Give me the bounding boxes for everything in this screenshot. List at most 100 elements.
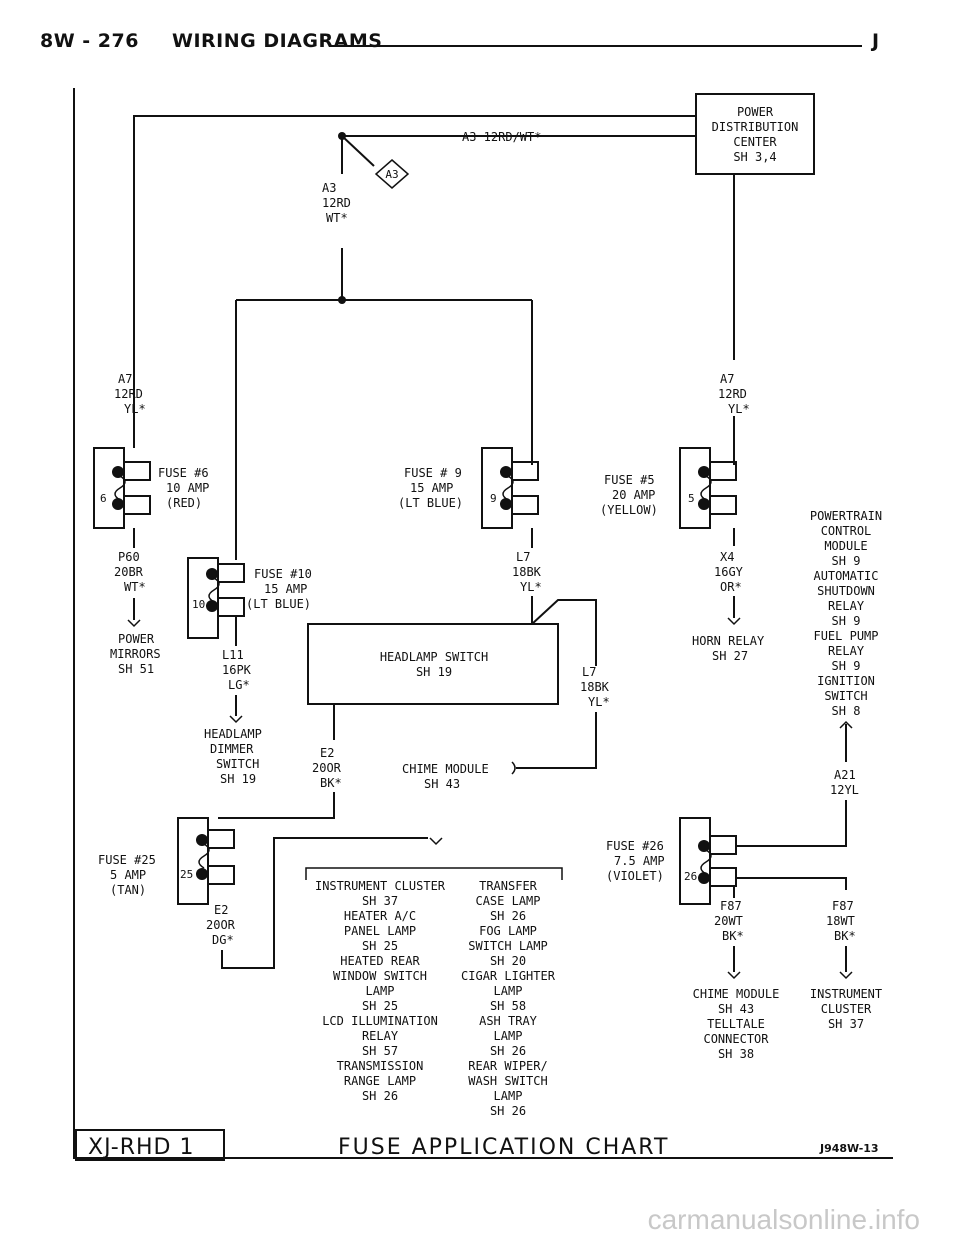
load-label: TRANSFER <box>479 879 538 893</box>
footer-tag: XJ-RHD 1 <box>88 1135 194 1160</box>
connector-label: A3 <box>385 168 398 181</box>
wire-code: 20OR <box>206 918 236 932</box>
footer-tag-box <box>75 1129 225 1161</box>
figure-code: J948W-13 <box>819 1142 879 1155</box>
fuse-number: 10 <box>192 598 205 611</box>
load-label: FOG LAMP <box>479 924 537 938</box>
load-label: SWITCH <box>216 757 259 771</box>
pdc-line: POWER <box>737 105 774 119</box>
load-label: SH 26 <box>490 909 526 923</box>
fuse-label: FUSE #26 <box>606 839 664 853</box>
load-label: POWER <box>118 632 155 646</box>
fuse-label: 15 AMP <box>264 582 307 596</box>
fuse-label: FUSE #5 <box>604 473 655 487</box>
load-label: RELAY <box>362 1029 399 1043</box>
load-label: SH 58 <box>490 999 526 1013</box>
load-label: TRANSMISSION <box>337 1059 424 1073</box>
load-label: SH 26 <box>490 1044 526 1058</box>
wire-code: BK* <box>722 929 744 943</box>
wire-code: 12RD <box>114 387 143 401</box>
load-label: HEADLAMP <box>204 727 262 741</box>
load-label: SH 57 <box>362 1044 398 1058</box>
wire-code: 18BK <box>512 565 542 579</box>
fuse-9: 9 FUSE # 9 15 AMP (LT BLUE) <box>398 447 539 548</box>
load-label: SH 20 <box>490 954 526 968</box>
wire-code: 18WT <box>826 914 855 928</box>
load-label: PANEL LAMP <box>344 924 416 938</box>
page-border <box>73 88 893 1159</box>
load-label: SWITCH LAMP <box>468 939 547 953</box>
wire-code: YL* <box>520 580 542 594</box>
watermark: carmanualsonline.info <box>647 1204 920 1235</box>
load-label: SH 43 <box>718 1002 754 1016</box>
wire-code: OR* <box>720 580 742 594</box>
load-label: SH 19 <box>220 772 256 786</box>
wire-code: 16GY <box>714 565 744 579</box>
wire-code: BK* <box>834 929 856 943</box>
load-label: CONTROL <box>821 524 872 538</box>
load-label: SH 43 <box>424 777 460 791</box>
load-label: LAMP <box>366 984 395 998</box>
fuse-label: FUSE #25 <box>98 853 156 867</box>
load-label: CONNECTOR <box>703 1032 769 1046</box>
page-number: 8W - 276 <box>40 30 139 52</box>
load-label: RELAY <box>828 644 865 658</box>
fuse-number: 25 <box>180 868 193 881</box>
fuse-label: 10 AMP <box>166 481 209 495</box>
wire-code: L7 <box>582 665 596 679</box>
load-label: REAR WIPER/ <box>468 1059 547 1073</box>
fuse-number: 5 <box>688 492 695 505</box>
load-label: MIRRORS <box>110 647 161 661</box>
model-code: J <box>872 30 880 52</box>
load-label: SH 9 <box>832 659 861 673</box>
load-label: LCD ILLUMINATION <box>322 1014 438 1028</box>
wire-code: 12RD <box>718 387 747 401</box>
wire-code: DG* <box>212 933 234 947</box>
power-distribution-center: POWER DISTRIBUTION CENTER SH 3,4 <box>695 93 815 175</box>
fuse-label: (YELLOW) <box>600 503 658 517</box>
wire-code: 20BR <box>114 565 144 579</box>
load-label: SH 26 <box>490 1104 526 1118</box>
wire-code: BK* <box>320 776 342 790</box>
wire-code: P60 <box>118 550 140 564</box>
load-label: LAMP <box>494 1029 523 1043</box>
wire-code: F87 <box>720 899 742 913</box>
feed-label: A3 12RD/WT* <box>462 130 541 144</box>
load-label: POWERTRAIN <box>810 509 882 523</box>
switch-label: HEADLAMP SWITCH <box>380 650 488 664</box>
fuse-5: 5 FUSE #5 20 AMP (YELLOW) <box>600 447 737 546</box>
load-label: INSTRUMENT <box>810 987 882 1001</box>
fuse-label: (TAN) <box>110 883 146 897</box>
load-label: SH 37 <box>828 1017 864 1031</box>
headlamp-switch: HEADLAMP SWITCH SH 19 <box>307 623 559 705</box>
transfer-load-list: TRANSFER CASE LAMP SH 26 FOG LAMP SWITCH… <box>461 879 556 1118</box>
wire-code: E2 <box>320 746 334 760</box>
pdc-line: DISTRIBUTION <box>712 120 799 134</box>
wire-code: WT* <box>124 580 146 594</box>
load-label: SH 51 <box>118 662 154 676</box>
load-label: RANGE LAMP <box>344 1074 416 1088</box>
load-label: CLUSTER <box>821 1002 872 1016</box>
load-label: CHIME MODULE <box>402 762 489 776</box>
load-label: CHIME MODULE <box>693 987 780 1001</box>
load-label: FUEL PUMP <box>813 629 878 643</box>
load-label: WINDOW SWITCH <box>333 969 427 983</box>
load-label: ASH TRAY <box>479 1014 538 1028</box>
load-label: SWITCH <box>824 689 867 703</box>
switch-label: SH 19 <box>416 665 452 679</box>
wire-code: 12RD <box>322 196 351 210</box>
wire-code: A3 <box>322 181 336 195</box>
load-label: AUTOMATIC <box>813 569 878 583</box>
load-label: SH 8 <box>832 704 861 718</box>
wire-code: E2 <box>214 903 228 917</box>
fuse-26: 26 FUSE #26 7.5 AMP (VIOLET) <box>606 817 737 905</box>
load-label: SH 25 <box>362 999 398 1013</box>
fuse-label: FUSE #10 <box>254 567 312 581</box>
wire-code: WT* <box>326 211 348 225</box>
wire-code: L7 <box>516 550 530 564</box>
fuse-label: 15 AMP <box>410 481 453 495</box>
wire-code: 16PK <box>222 663 252 677</box>
load-label: HEATER A/C <box>344 909 416 923</box>
fuse-label: (LT BLUE) <box>398 496 463 510</box>
fuse-number: 6 <box>100 492 107 505</box>
